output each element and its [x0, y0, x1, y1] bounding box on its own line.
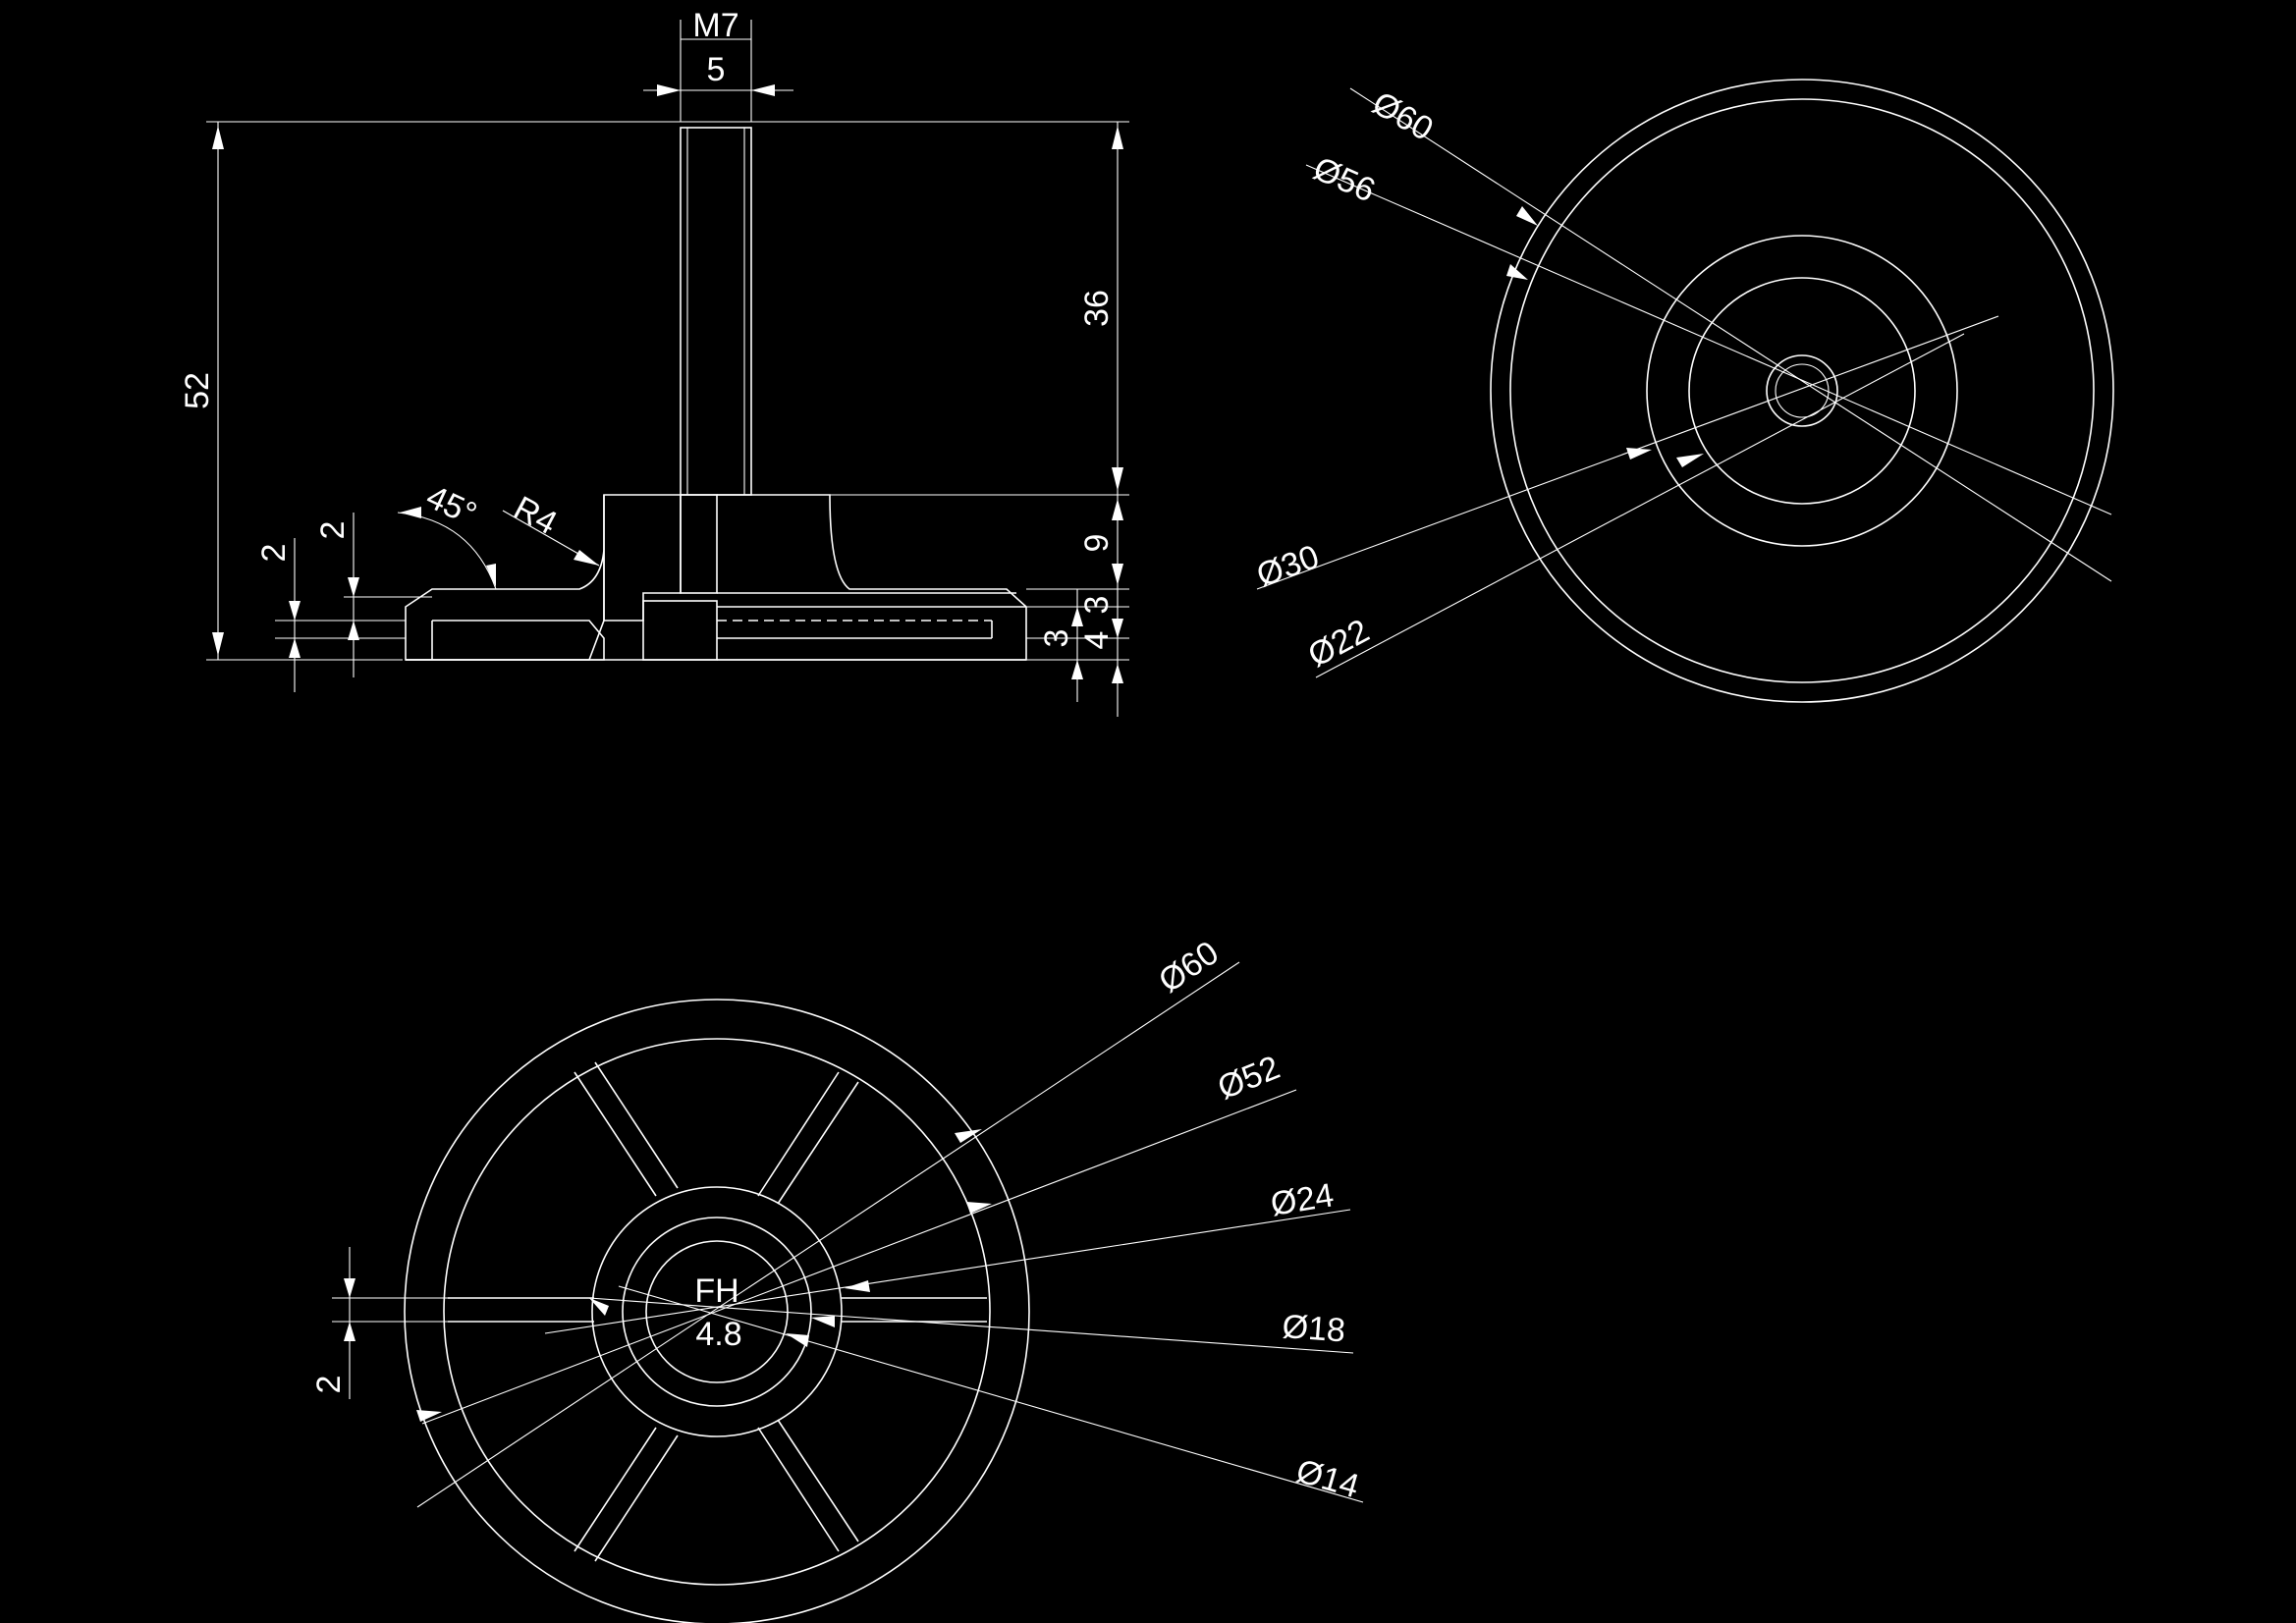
threaded-stem — [680, 127, 752, 496]
pad-section — [642, 600, 718, 661]
bottom-insert-diameter: Ø14 — [1292, 1452, 1363, 1505]
top-inner-circle — [1688, 277, 1916, 505]
dim-edge-height: 2 — [255, 544, 293, 563]
dim-thread: M7 — [692, 7, 738, 44]
bottom-hub-diameter: Ø24 — [1268, 1176, 1336, 1223]
top-hub-diameter: Ø30 — [1252, 538, 1324, 595]
side-dimensions: 52 36 9 3 4 3 M7 5 — [179, 7, 1129, 717]
top-outer-circle — [1490, 79, 2114, 703]
dim-lip-height: 2 — [314, 521, 352, 540]
top-rim-diameter: Ø56 — [1308, 150, 1381, 210]
bottom-outer-circle — [404, 999, 1030, 1623]
dim-step-c: 3 — [1038, 629, 1075, 648]
top-view: Ø60 Ø56 Ø30 Ø22 — [1252, 79, 2114, 703]
top-hub-circle — [1646, 235, 1958, 547]
top-rim-circle — [1509, 98, 2095, 683]
bottom-outer-diameter: Ø60 — [1152, 934, 1226, 1000]
flange-section-left — [405, 495, 605, 661]
stem-insert-section — [680, 494, 718, 594]
bottom-pad-circle — [622, 1217, 812, 1407]
bottom-view: 2 FH 4.8 Ø60 Ø52 Ø24 Ø18 Ø14 — [310, 934, 1364, 1623]
dim-overall-height: 52 — [179, 372, 216, 409]
side-section-view — [405, 127, 1027, 661]
dim-step-a: 3 — [1078, 596, 1116, 615]
dim-fillet-radius: R4 — [508, 489, 563, 542]
top-stem-circle — [1766, 354, 1838, 427]
bottom-rim-circle — [443, 1038, 991, 1586]
bottom-pad-diameter: Ø18 — [1281, 1308, 1346, 1349]
rib-width: 2 — [310, 1376, 348, 1394]
bottom-insert-circle — [645, 1240, 789, 1383]
dim-stem-width: 5 — [707, 51, 726, 88]
dim-base-height: 9 — [1078, 534, 1116, 553]
bottom-hub-circle — [591, 1186, 843, 1437]
dim-step-b: 4 — [1078, 631, 1116, 650]
dim-chamfer-angle: 45° — [420, 478, 482, 533]
material-value: 4.8 — [695, 1316, 741, 1353]
dim-stem-height: 36 — [1078, 290, 1116, 327]
material-code: FH — [694, 1272, 738, 1310]
rib-group — [448, 1061, 987, 1562]
